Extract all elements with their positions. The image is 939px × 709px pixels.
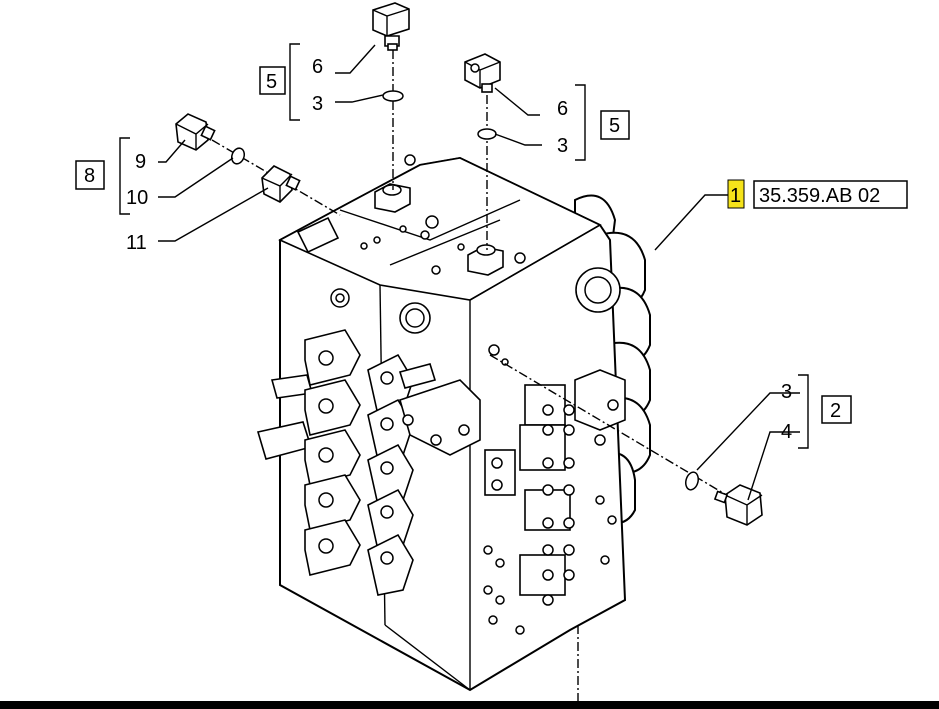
callout-6-top-right: 6	[557, 98, 568, 120]
leader-lines	[119, 43, 809, 501]
group-box-8: 8	[75, 160, 105, 190]
spool-levers-center	[367, 353, 481, 596]
o-ring-top-left	[382, 90, 404, 102]
item-1-number: 1	[730, 185, 741, 207]
svg-text:2: 2	[830, 400, 841, 422]
callout-3-top-left: 3	[312, 93, 323, 115]
svg-text:5: 5	[266, 71, 277, 93]
connector-top-left	[372, 2, 410, 51]
top-port-left	[374, 183, 411, 213]
top-port-right	[467, 244, 504, 276]
side-plates	[483, 344, 626, 635]
reference-code: 35.359.AB 02	[759, 185, 880, 207]
callout-3-right: 3	[781, 381, 792, 403]
callout-9: 9	[135, 151, 146, 173]
callout-11: 11	[126, 232, 147, 254]
callout-4: 4	[781, 421, 792, 443]
item-1-highlight	[727, 179, 745, 209]
callout-3-top-right: 3	[557, 135, 568, 157]
connector-top-right	[464, 53, 501, 93]
control-valve-block	[256, 154, 651, 692]
callout-labels: 6 3 6 3 9 10 11 3 4	[126, 56, 792, 443]
bottom-border	[0, 701, 939, 709]
group-box-5-top-right: 5	[600, 110, 630, 140]
fitting-11	[261, 165, 301, 203]
callout-6-top-left: 6	[312, 56, 323, 78]
svg-text:8: 8	[84, 165, 95, 187]
spool-levers-left	[256, 329, 361, 576]
o-ring-10	[230, 147, 246, 165]
group-box-5-top-left: 5	[259, 66, 286, 95]
svg-text:5: 5	[609, 115, 620, 137]
o-ring-right	[685, 471, 699, 491]
o-ring-top-right	[477, 128, 497, 140]
reference-callout: 1 35.359.AB 02	[727, 179, 908, 209]
callout-10: 10	[126, 187, 148, 209]
group-box-2: 2	[821, 395, 852, 424]
fitting-4	[713, 484, 763, 526]
axis-right	[489, 354, 736, 501]
